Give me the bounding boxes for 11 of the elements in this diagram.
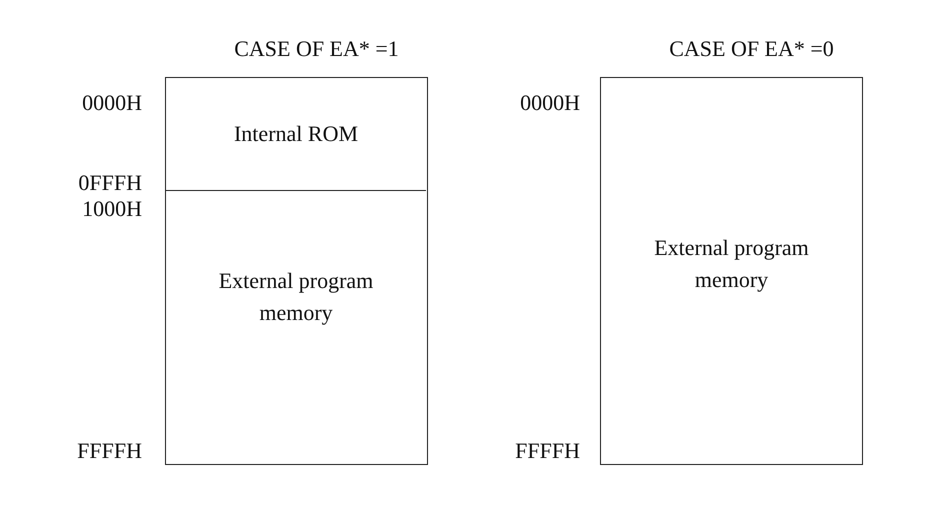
- address-label: 1000H: [81, 196, 142, 222]
- address-label: 0FFFH: [77, 170, 142, 196]
- map-heading: CASE OF EA* =0: [668, 36, 835, 62]
- region-label: External program memory: [653, 234, 810, 294]
- region-label: Internal ROM: [232, 120, 360, 148]
- region-label: External program memory: [218, 267, 374, 327]
- address-label: FFFFH: [76, 438, 142, 464]
- map-heading: CASE OF EA* =1: [233, 36, 400, 62]
- address-label: FFFFH: [514, 438, 580, 464]
- address-label: 0000H: [81, 90, 142, 116]
- address-label: 0000H: [519, 90, 580, 116]
